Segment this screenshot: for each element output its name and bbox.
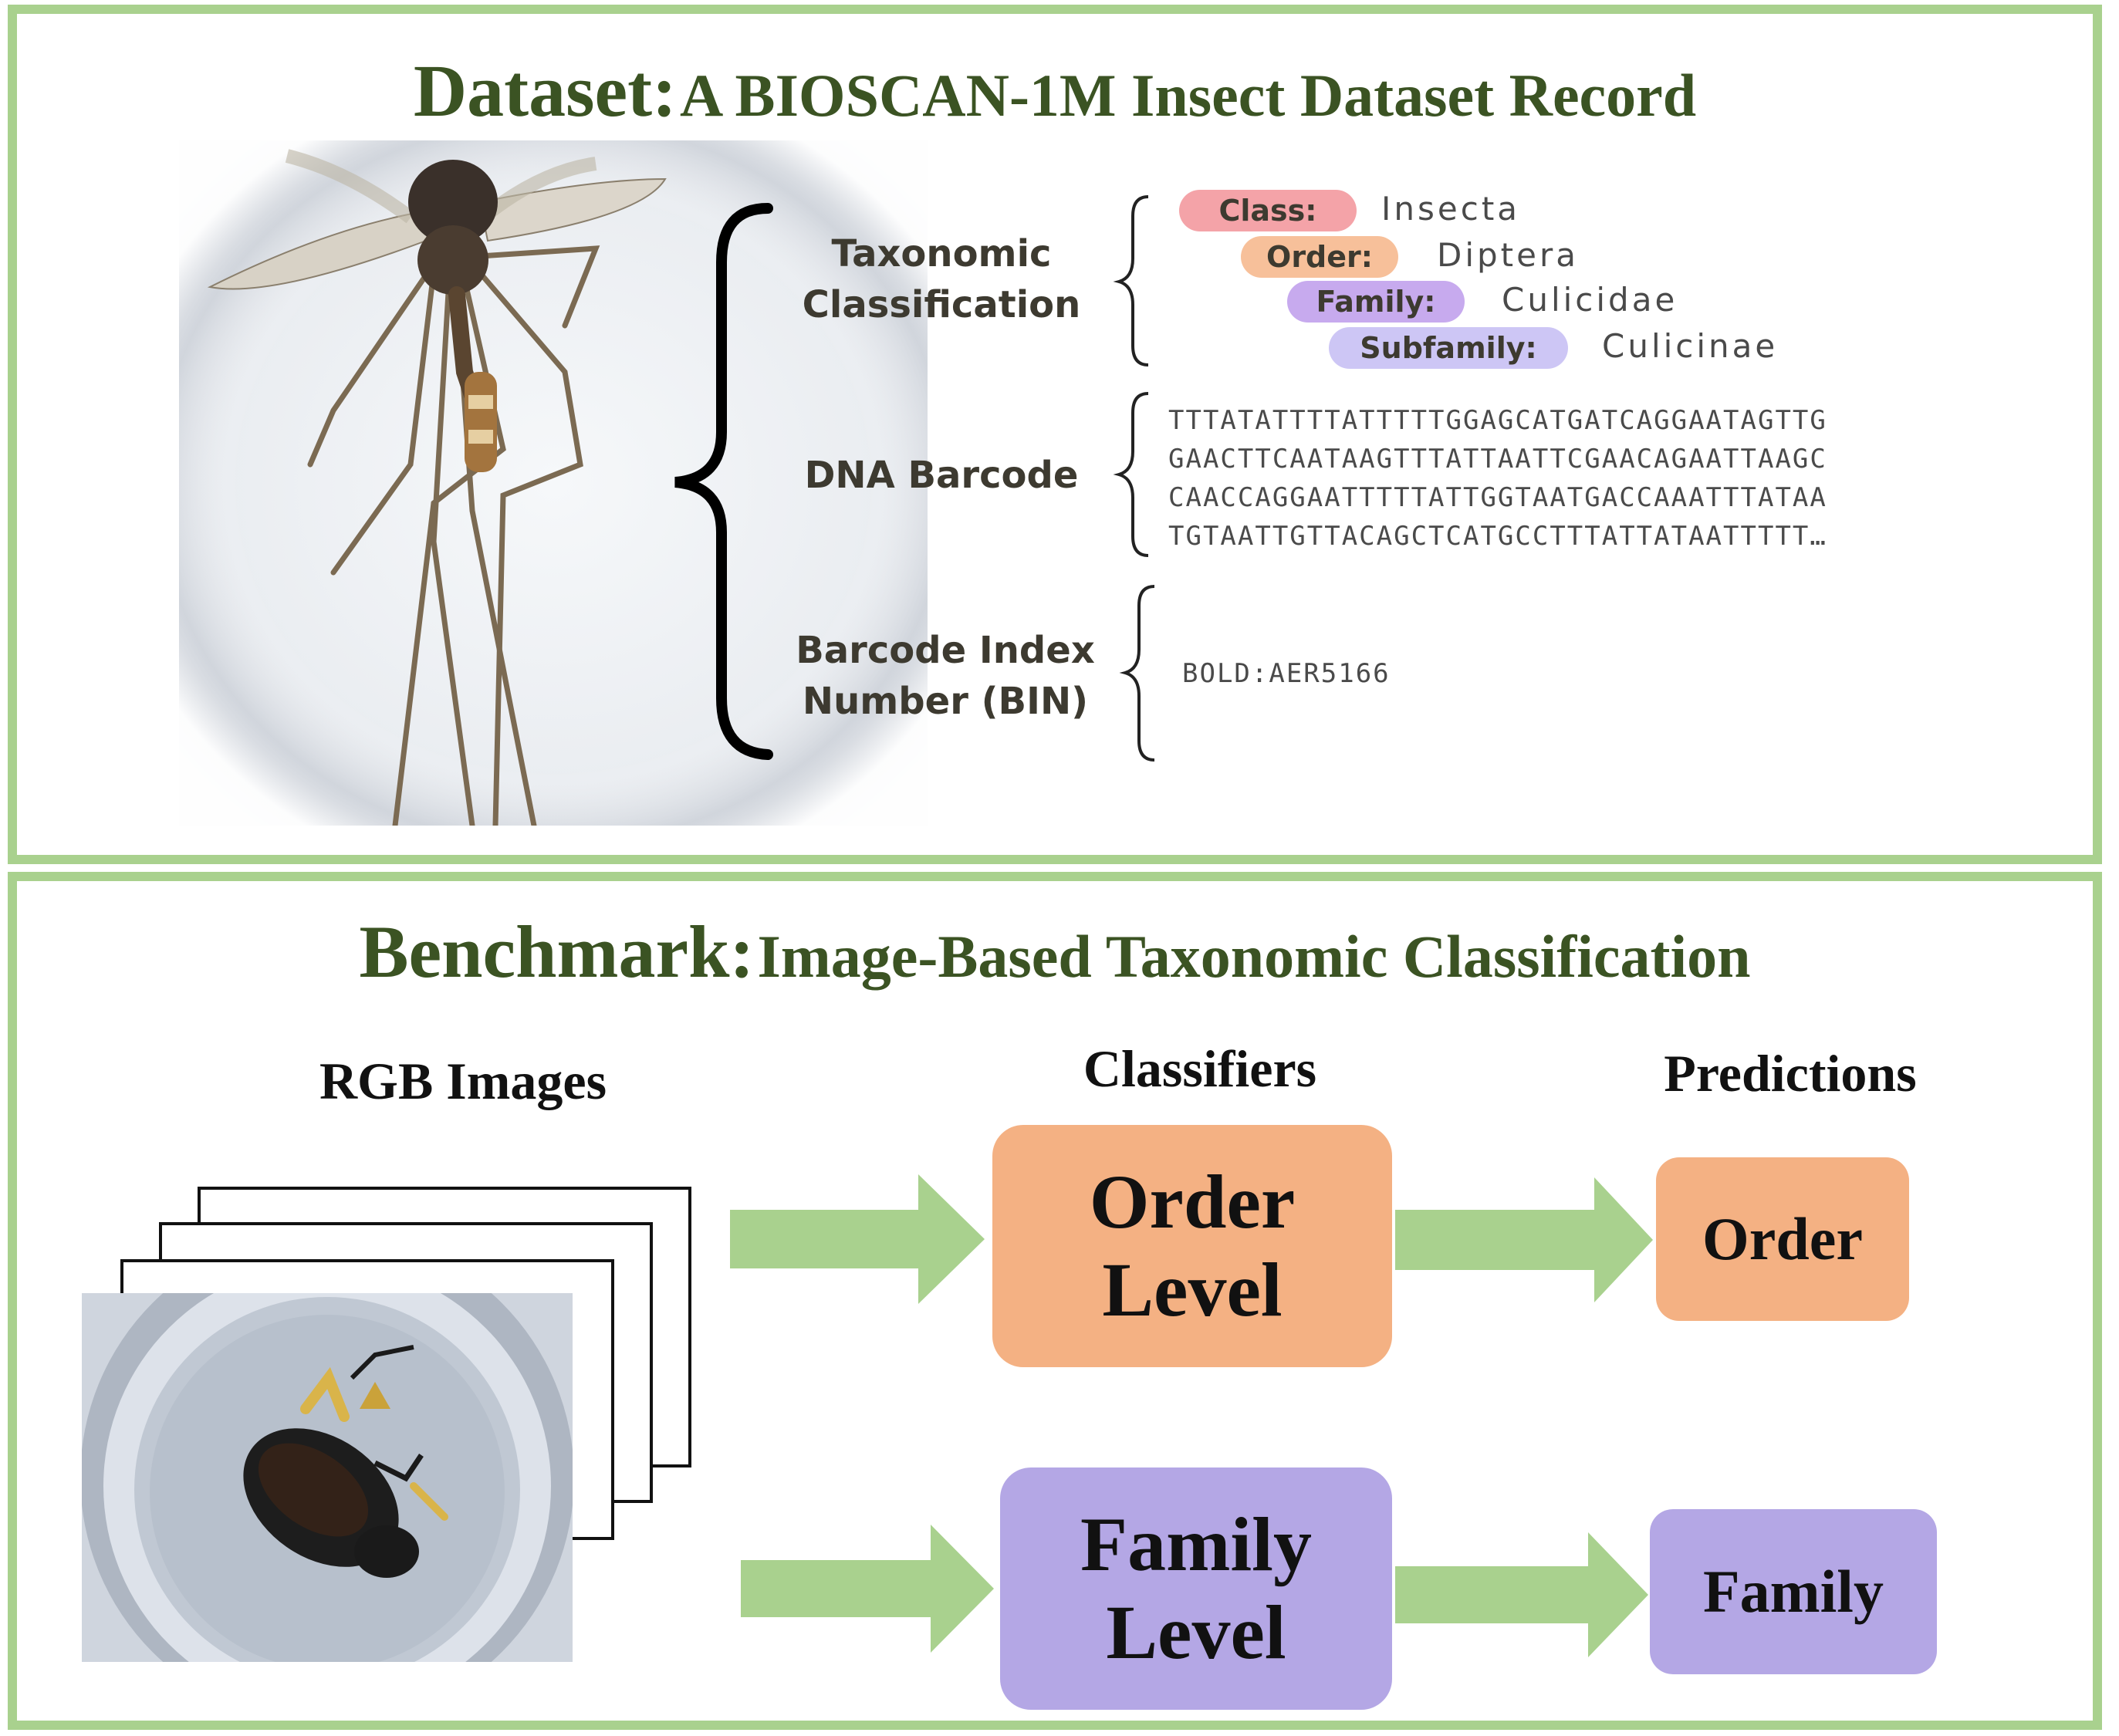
subfamily-value: Culicinae: [1602, 327, 1779, 365]
mosquito-illustration: [179, 140, 928, 826]
dataset-heading-sub: A BIOSCAN-1M Insect Dataset Record: [680, 62, 1697, 129]
arrow-to-family-classifier-icon: [741, 1525, 994, 1653]
family-level-classifier: Family Level: [1000, 1467, 1392, 1710]
arrow-to-family-prediction-icon: [1395, 1532, 1648, 1657]
taxonomic-classification-label: Taxonomic Classification: [772, 228, 1111, 330]
order-level-line2: Level: [1102, 1247, 1283, 1332]
dna-line-2: GAACTTCAATAAGTTTATTAATTCGAACAGAATTAAGC: [1168, 444, 1827, 475]
benchmark-heading: Benchmark: Image-Based Taxonomic Classif…: [17, 909, 2093, 995]
dna-line-1: TTTATATTTTATTTTTGGAGCATGATCAGGAATAGTTG: [1168, 405, 1827, 436]
dataset-heading-main: Dataset:: [413, 49, 678, 132]
beetle-illustration: [82, 1293, 573, 1662]
order-value: Diptera: [1437, 236, 1579, 274]
bin-line1: Barcode Index: [796, 629, 1095, 672]
order-level-classifier: Order Level: [992, 1125, 1392, 1367]
family-level-line1: Family: [1080, 1501, 1312, 1587]
benchmark-heading-sub: Image-Based Taxonomic Classification: [757, 923, 1751, 990]
bin-line2: Number (BIN): [802, 680, 1089, 723]
dna-line-4: TGTAATTGTTACAGCTCATGCCTTTATTATAATTTTT…: [1168, 521, 1827, 552]
rgb-images-label: RGB Images: [319, 1052, 607, 1110]
dna-barcode-label: DNA Barcode: [804, 454, 1079, 497]
arrow-to-order-classifier-icon: [730, 1174, 985, 1304]
classifiers-label: Classifiers: [1083, 1039, 1317, 1098]
family-prediction: Family: [1650, 1509, 1937, 1674]
benchmark-heading-main: Benchmark:: [359, 910, 755, 993]
family-level-line2: Level: [1106, 1589, 1286, 1675]
arrow-to-order-prediction-icon: [1395, 1177, 1653, 1302]
family-value: Culicidae: [1502, 281, 1678, 319]
family-pill: Family:: [1287, 281, 1465, 323]
order-pill: Order:: [1241, 236, 1398, 278]
bin-label: Barcode Index Number (BIN): [772, 625, 1119, 727]
subfamily-pill: Subfamily:: [1329, 327, 1568, 369]
predictions-label: Predictions: [1664, 1044, 1917, 1103]
order-prediction: Order: [1656, 1157, 1909, 1321]
taxonomic-line1: Taxonomic: [831, 232, 1052, 275]
dna-line-3: CAACCAGGAATTTTTATTGGTAATGACCAAATTTATAA: [1168, 482, 1827, 513]
bin-value: BOLD:AER5166: [1182, 658, 1391, 689]
mosquito-photo: [179, 140, 928, 826]
class-pill: Class:: [1179, 190, 1357, 231]
order-level-line1: Order: [1089, 1159, 1296, 1245]
beetle-photo: [82, 1293, 573, 1662]
dataset-heading: Dataset: A BIOSCAN-1M Insect Dataset Rec…: [17, 48, 2093, 133]
class-value: Insecta: [1381, 190, 1521, 228]
taxonomic-line2: Classification: [802, 283, 1081, 326]
